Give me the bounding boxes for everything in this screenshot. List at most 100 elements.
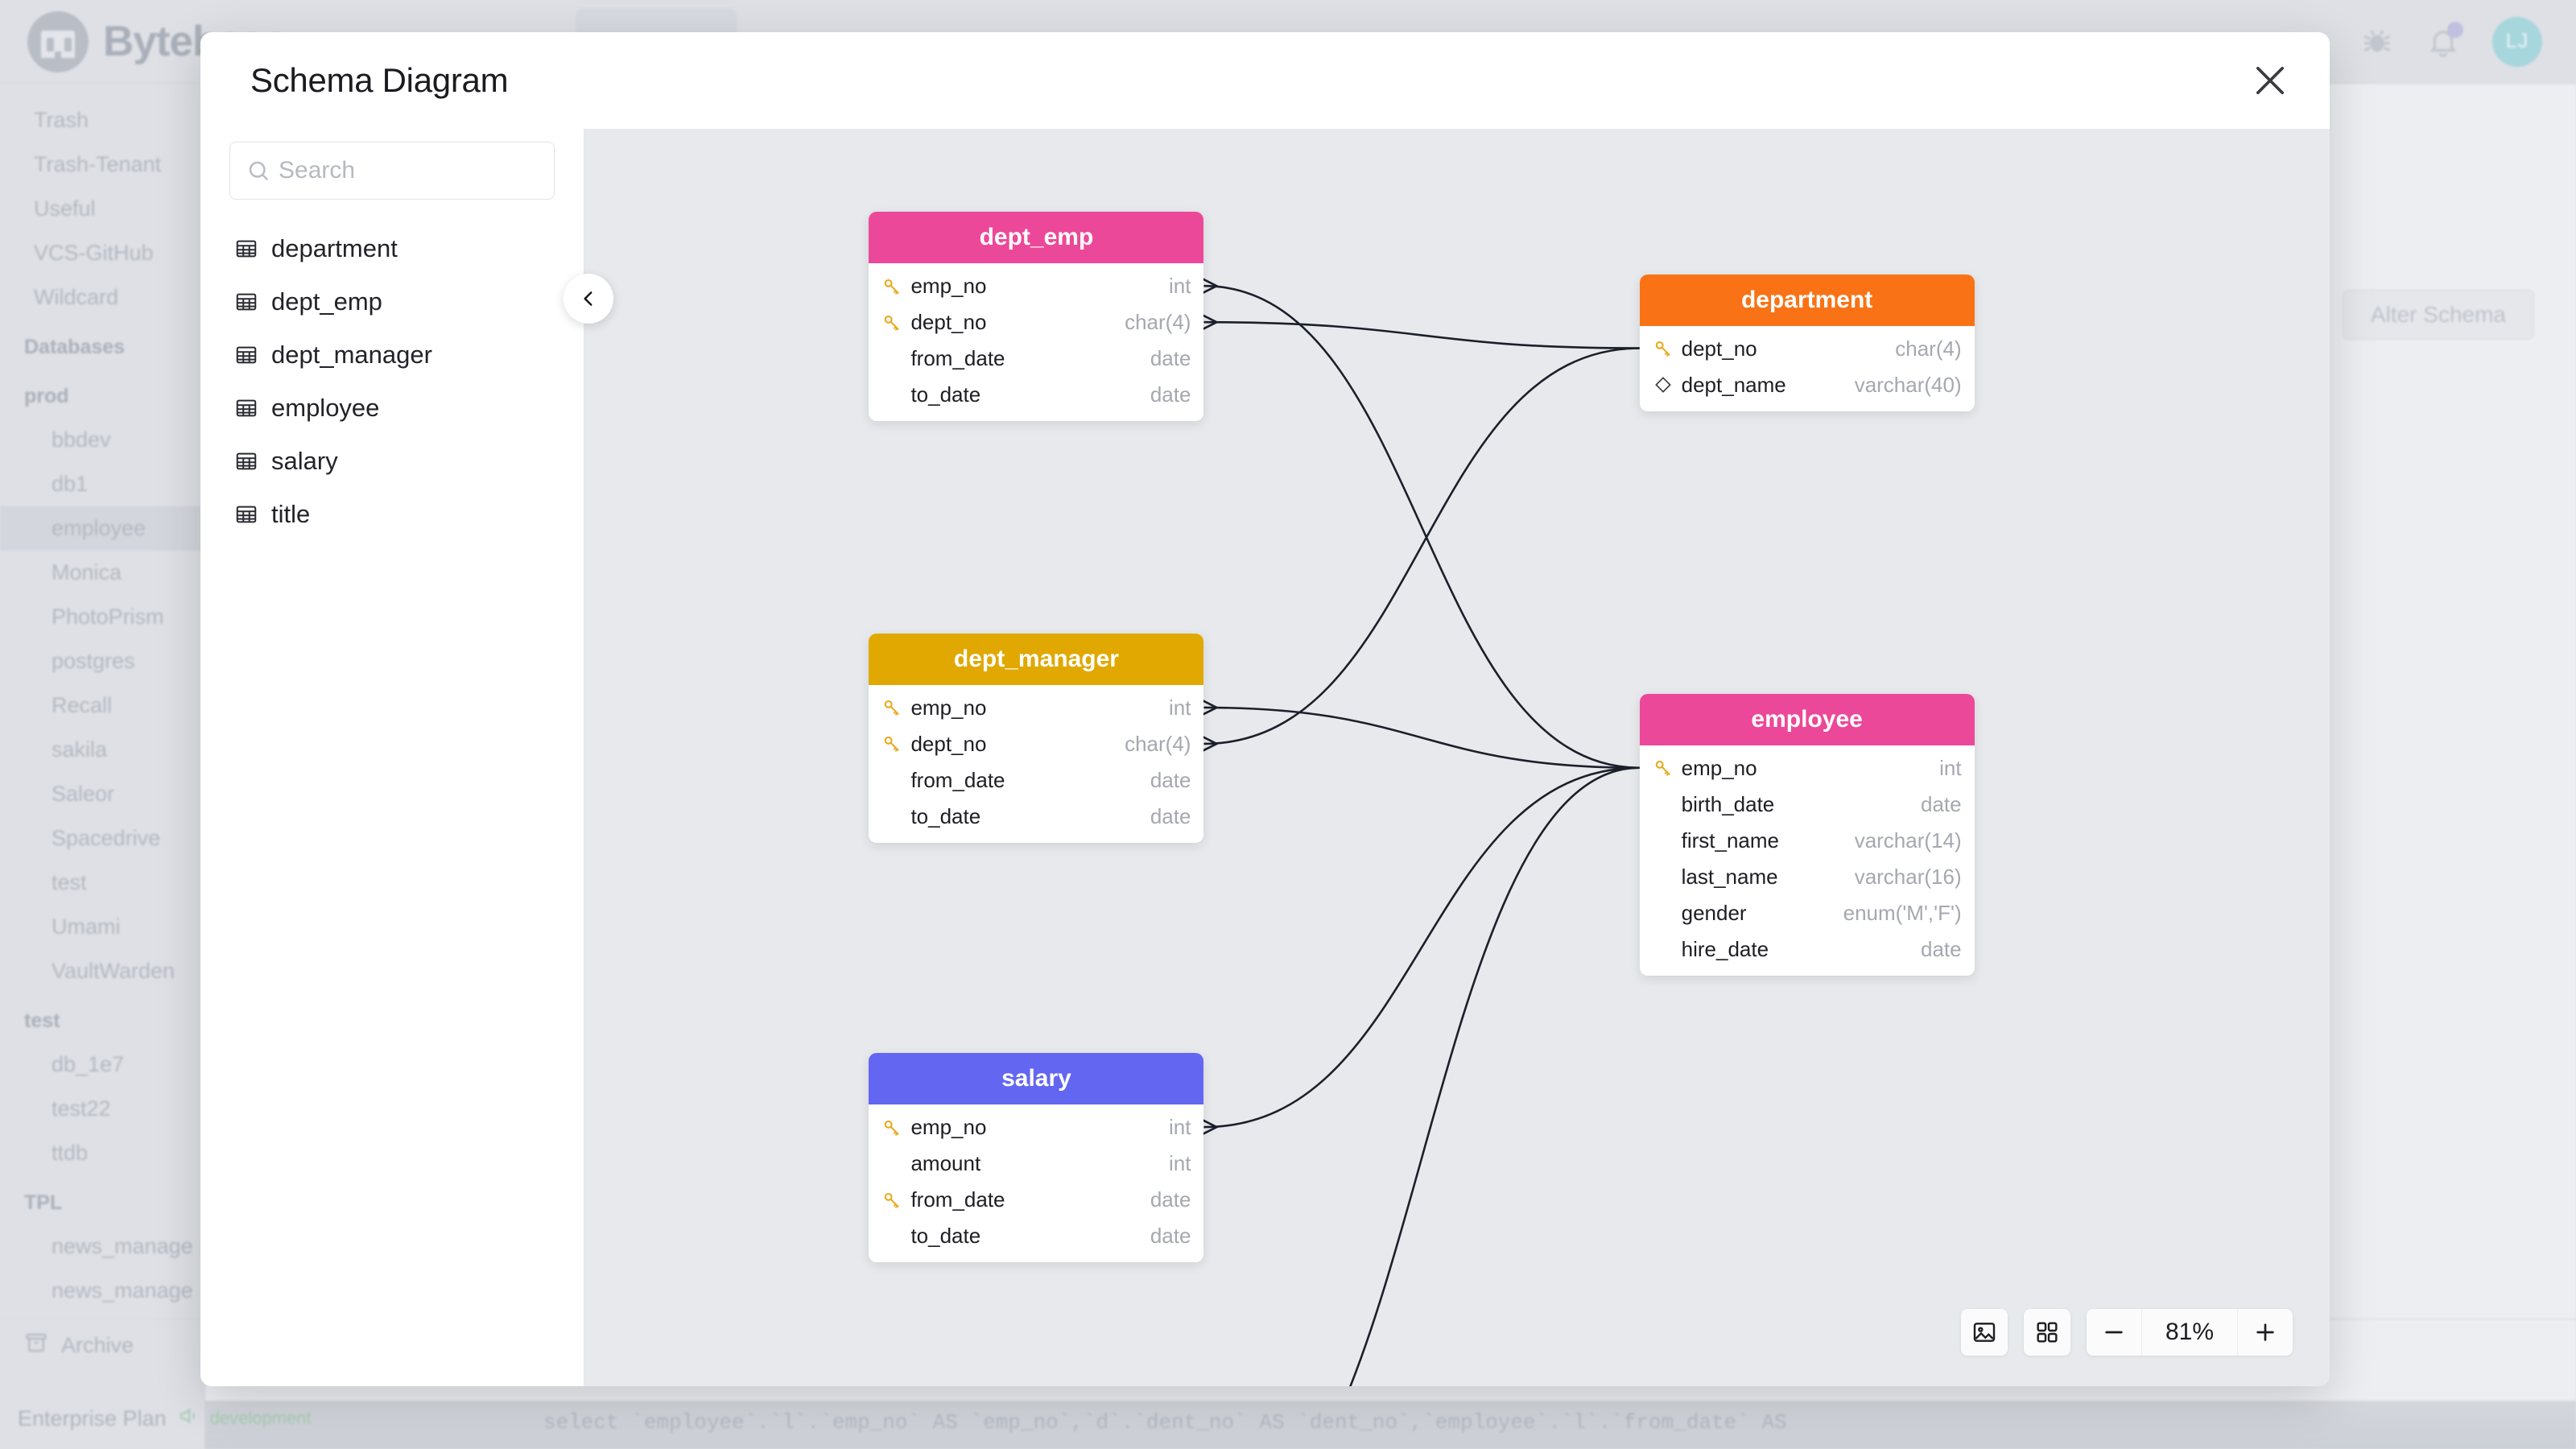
column-row[interactable]: from_date date bbox=[869, 762, 1203, 799]
sidebar-item-test[interactable]: test bbox=[52, 870, 87, 894]
sidebar-item-news-manage[interactable]: news_manage bbox=[52, 1278, 193, 1302]
table-list: department dept_emp dept_manager employee sa… bbox=[229, 222, 555, 541]
canvas-toolbar: 81% bbox=[1961, 1309, 2293, 1356]
schema-diagram-modal: Schema Diagram departmentdept_empdept_ma… bbox=[200, 32, 2330, 1386]
unique-index-icon bbox=[1651, 374, 1675, 395]
plan-footer: Enterprise Plan development bbox=[0, 1388, 2576, 1449]
archive-icon bbox=[24, 1331, 48, 1360]
sidebar-item-vcs-github[interactable]: VCS-GitHub bbox=[34, 241, 154, 265]
sidebar-item-bbdev[interactable]: bbdev bbox=[52, 427, 111, 452]
column-type: varchar(14) bbox=[1854, 828, 1962, 852]
search-input[interactable] bbox=[279, 157, 554, 184]
sidebar-item-photoprism[interactable]: PhotoPrism bbox=[52, 605, 164, 629]
sidebar-item-vaultwarden[interactable]: VaultWarden bbox=[52, 959, 175, 983]
relation-edges bbox=[1201, 278, 1640, 1386]
table-list-item-employee[interactable]: employee bbox=[229, 382, 555, 435]
sidebar-item-test22[interactable]: test22 bbox=[52, 1096, 111, 1121]
chevron-left-icon[interactable] bbox=[564, 274, 613, 324]
sidebar-item-spacedrive[interactable]: Spacedrive bbox=[52, 826, 161, 850]
table-list-item-title[interactable]: title bbox=[229, 488, 555, 541]
primary-key-icon bbox=[880, 276, 904, 297]
sidebar-item-saleor[interactable]: Saleor bbox=[52, 782, 115, 806]
sidebar-item-news-manage[interactable]: news_manage bbox=[52, 1234, 193, 1258]
sidebar-item-wildcard[interactable]: Wildcard bbox=[34, 285, 119, 309]
relation-edge bbox=[1203, 347, 1640, 745]
table-icon bbox=[234, 290, 258, 314]
relation-edge bbox=[1203, 766, 1640, 1129]
sidebar-item-trash[interactable]: Trash bbox=[34, 108, 89, 132]
table-list-item-department[interactable]: department bbox=[229, 222, 555, 275]
search-box[interactable] bbox=[229, 142, 555, 200]
sidebar-item-employee[interactable]: employee bbox=[0, 506, 204, 551]
column-name: from_date bbox=[910, 1187, 1005, 1212]
column-type: date bbox=[1150, 767, 1191, 792]
column-name: hire_date bbox=[1681, 936, 1769, 961]
table-list-item-salary[interactable]: salary bbox=[229, 435, 555, 488]
table-list-item-label: employee bbox=[271, 394, 380, 422]
notification-badge bbox=[2447, 21, 2463, 38]
sidebar-item-useful[interactable]: Useful bbox=[34, 196, 96, 221]
avatar[interactable]: LJ bbox=[2492, 16, 2542, 67]
table-list-item-label: salary bbox=[271, 447, 338, 475]
column-type: int bbox=[1168, 274, 1191, 299]
sidebar-item-db-1e7[interactable]: db_1e7 bbox=[52, 1052, 125, 1076]
background-sql-preview: select `employee`.`l`.`emp_no` AS `emp_n… bbox=[205, 1401, 2576, 1449]
zoom-control: 81% bbox=[2087, 1309, 2293, 1356]
bell-icon[interactable] bbox=[2426, 21, 2463, 59]
sidebar-item-recall[interactable]: Recall bbox=[52, 693, 113, 717]
minus-icon[interactable] bbox=[2087, 1309, 2141, 1356]
sidebar-item-db1[interactable]: db1 bbox=[52, 472, 89, 496]
table-list-item-dept_emp[interactable]: dept_emp bbox=[229, 275, 555, 328]
column-name: from_date bbox=[910, 767, 1005, 792]
alter-schema-button[interactable]: Alter Schema bbox=[2342, 290, 2534, 340]
table-list-item-dept_manager[interactable]: dept_manager bbox=[229, 328, 555, 382]
sidebar-item-ttdb[interactable]: ttdb bbox=[52, 1141, 89, 1165]
sidebar-item-sakila[interactable]: sakila bbox=[52, 737, 108, 762]
image-icon[interactable] bbox=[1961, 1309, 2008, 1356]
column-name: dept_no bbox=[910, 310, 987, 335]
relation-arrow bbox=[1201, 735, 1220, 753]
bug-icon[interactable] bbox=[2360, 25, 2394, 59]
column-name: emp_no bbox=[910, 695, 987, 720]
column-name: emp_no bbox=[1681, 755, 1757, 780]
close-icon[interactable] bbox=[2249, 60, 2291, 101]
sidebar-item-umami[interactable]: Umami bbox=[52, 914, 121, 939]
column-name: to_date bbox=[910, 803, 981, 828]
sidebar-item-monica[interactable]: Monica bbox=[52, 560, 122, 584]
column-type: date bbox=[1150, 346, 1191, 371]
grid-icon[interactable] bbox=[2024, 1309, 2070, 1356]
primary-key-icon bbox=[880, 697, 904, 718]
sidebar-item-postgres[interactable]: postgres bbox=[52, 649, 135, 673]
sidebar-item-tpl: TPL bbox=[24, 1191, 63, 1214]
table-node-header: salary bbox=[869, 1053, 1204, 1105]
table-list-item-label: dept_emp bbox=[271, 287, 382, 316]
sidebar-item-trash-tenant[interactable]: Trash-Tenant bbox=[34, 152, 162, 176]
plus-icon[interactable] bbox=[2238, 1309, 2293, 1356]
